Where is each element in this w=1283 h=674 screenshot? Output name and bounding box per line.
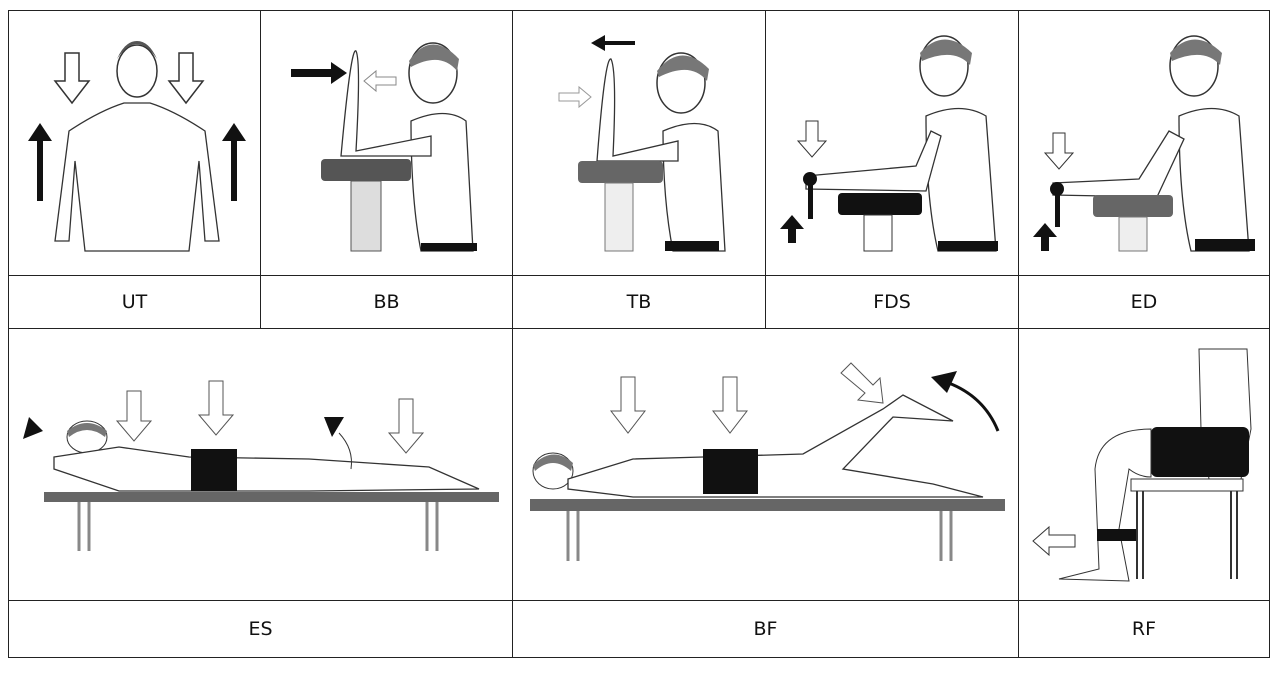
right-arrow-icon [558,85,592,109]
illustration-es [8,328,513,601]
down-arrow-icon [387,398,425,454]
label-bf: BF [512,600,1019,658]
up-arrow-icon [222,123,246,201]
down-arrow-icon [711,376,749,434]
down-arrow-icon [53,52,91,105]
biceps-brachii-figure [291,42,477,252]
illustration-bb [260,10,513,276]
curved-arrow-icon [324,417,344,437]
flexor-digitorum-figure [780,35,998,252]
illustration-ed [1018,10,1270,276]
illustration-rf [1018,328,1270,601]
biceps-femoris-figure [530,362,1005,561]
upper-trapezius-figure [28,41,246,252]
down-arrow-icon [197,380,235,436]
left-arrow-icon [591,35,635,51]
label-tb: TB [512,275,766,329]
label-ut: UT [8,275,261,329]
left-arrow-icon [1032,525,1076,557]
label-bb: BB [260,275,513,329]
curved-arrow-icon [23,417,43,439]
down-arrow-icon [115,390,153,442]
illustration-ut [8,10,261,276]
right-arrow-icon [291,62,347,84]
erector-spinae-figure [23,380,499,551]
label-rf: RF [1018,600,1270,658]
rectus-femoris-figure [1032,348,1252,582]
diagonal-arrow-icon [840,362,884,404]
label-es: ES [8,600,513,658]
curved-arrow-icon [931,371,957,393]
down-arrow-icon [1043,132,1075,170]
triceps-brachii-figure [558,35,726,252]
down-arrow-icon [796,120,828,158]
illustration-fds [765,10,1019,276]
up-arrow-icon [1033,223,1057,251]
illustration-bf [512,328,1019,601]
extensor-digitorum-figure [1033,35,1255,252]
up-arrow-icon [28,123,52,201]
label-fds: FDS [765,275,1019,329]
down-arrow-icon [609,376,647,434]
up-arrow-icon [780,215,804,243]
label-ed: ED [1018,275,1270,329]
down-arrow-icon [167,52,205,105]
left-arrow-icon [363,69,397,93]
illustration-tb [512,10,766,276]
